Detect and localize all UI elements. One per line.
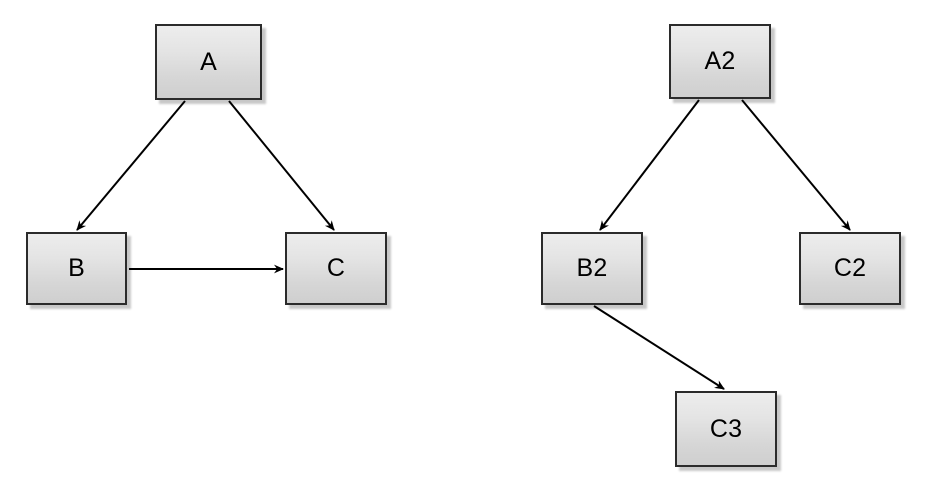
node-c3[interactable]: C3 xyxy=(675,391,777,467)
edges-group xyxy=(76,99,851,390)
node-b[interactable]: B xyxy=(26,232,127,305)
node-label: B xyxy=(68,254,85,282)
node-a[interactable]: A xyxy=(155,24,262,100)
edge-b2-to-c3[interactable] xyxy=(593,305,725,390)
node-b2[interactable]: B2 xyxy=(541,232,643,305)
node-label: C2 xyxy=(833,254,867,282)
edge-a2-to-c2[interactable] xyxy=(741,99,851,231)
node-c[interactable]: C xyxy=(285,232,387,305)
node-label: A2 xyxy=(704,47,736,75)
edge-a2-to-b2[interactable] xyxy=(599,99,700,231)
edge-a-to-b[interactable] xyxy=(76,100,186,231)
node-label: B2 xyxy=(576,254,608,282)
node-a2[interactable]: A2 xyxy=(669,24,771,99)
node-label: C xyxy=(326,254,346,282)
node-label: C3 xyxy=(709,414,743,443)
edge-a-to-c[interactable] xyxy=(228,100,335,231)
node-label: A xyxy=(200,47,217,76)
node-c2[interactable]: C2 xyxy=(799,232,901,305)
